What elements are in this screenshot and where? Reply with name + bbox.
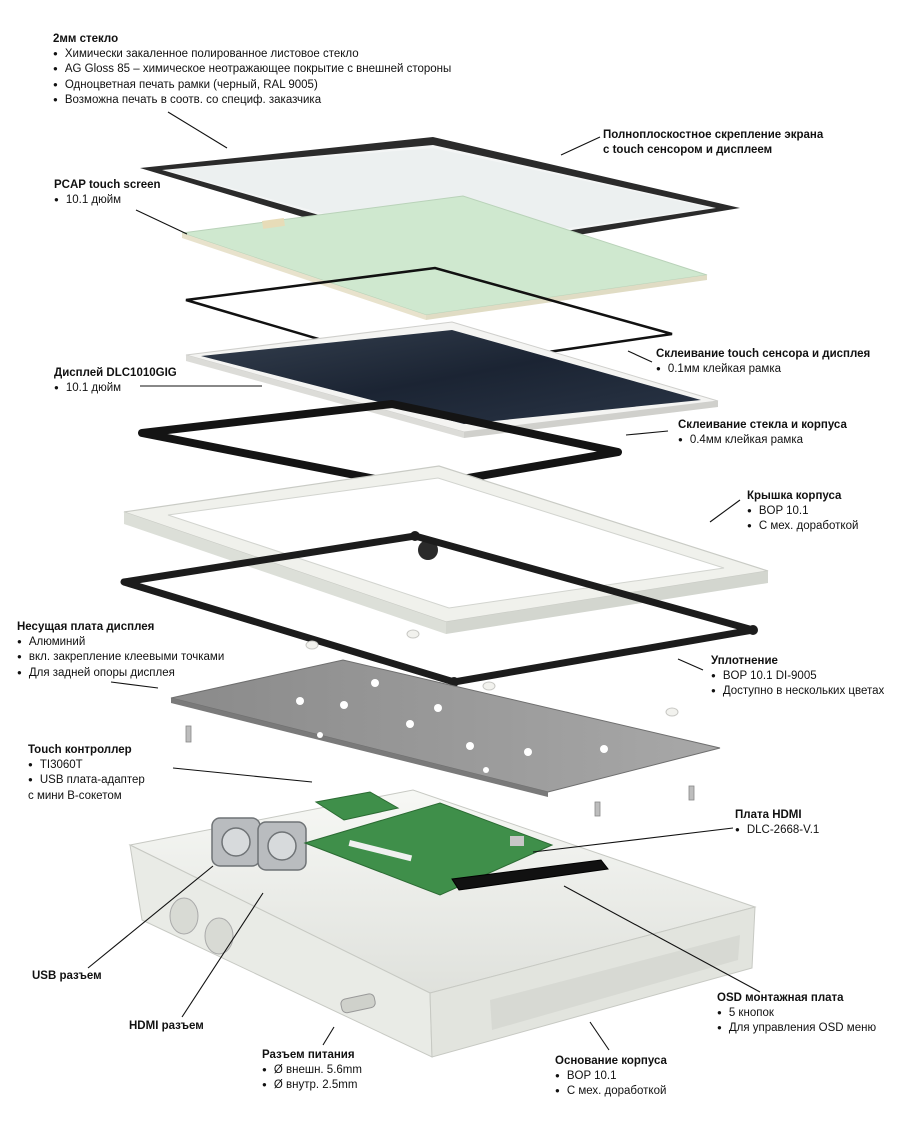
label-bond-touch-title: Склеивание touch сенсора и дисплея	[656, 348, 871, 360]
label-osd-title: OSD монтажная плата	[717, 992, 844, 1004]
label-glass-item: Одноцветная печать рамки (черный, RAL 90…	[53, 78, 451, 94]
label-display-title: Дисплей DLC1010GIG	[54, 367, 177, 379]
label-pcap: PCAP touch screen 10.1 дюйм	[54, 178, 161, 208]
label-touch-controller-item: USB плата-адаптер	[28, 773, 145, 789]
label-power: Разъем питания Ø внешн. 5.6mm Ø внутр. 2…	[262, 1048, 362, 1094]
label-base-title: Основание корпуса	[555, 1055, 667, 1067]
label-cover-title: Крышка корпуса	[747, 490, 842, 502]
label-cover-item: BOP 10.1	[747, 504, 858, 520]
label-display-item: 10.1 дюйм	[54, 381, 177, 397]
label-gasket-item: Доступно в нескольких цветах	[711, 684, 884, 700]
carrier-plate	[170, 659, 721, 797]
label-touch-controller: Touch контроллер TI3060T USB плата-адапт…	[28, 743, 145, 803]
label-glass-item: AG Gloss 85 – химическое неотражающее по…	[53, 62, 451, 78]
label-bond-glass-item: 0.4мм клейкая рамка	[678, 433, 847, 449]
label-hdmi-board-title: Плата HDMI	[735, 809, 802, 821]
label-usb: USB разъем	[32, 969, 102, 984]
label-hdmi: HDMI разъем	[129, 1019, 204, 1034]
connectors	[211, 817, 307, 871]
label-touch-controller-item: TI3060T	[28, 758, 145, 774]
label-glass-title: 2мм стекло	[53, 33, 119, 45]
label-bond-touch: Склеивание touch сенсора и дисплея 0.1мм…	[656, 347, 870, 377]
label-carrier: Несущая плата дисплея Алюминий вкл. закр…	[17, 620, 224, 681]
label-osd: OSD монтажная плата 5 кнопок Для управле…	[717, 991, 876, 1037]
label-glass-item: Химически закаленное полированное листов…	[53, 47, 451, 63]
label-base-item: С мех. доработкой	[555, 1084, 667, 1100]
label-power-title: Разъем питания	[262, 1049, 355, 1061]
label-usb-title: USB разъем	[32, 970, 102, 982]
label-bond-touch-item: 0.1мм клейкая рамка	[656, 362, 870, 378]
label-bond-glass: Склеивание стекла и корпуса 0.4мм клейка…	[678, 418, 847, 448]
touch-controller-board	[314, 791, 400, 821]
osd-board	[451, 859, 609, 891]
label-full-bond-line1: Полноплоскостное скрепление экрана	[603, 129, 824, 141]
label-osd-item: 5 кнопок	[717, 1006, 876, 1022]
display-layer	[185, 321, 719, 438]
label-bond-glass-title: Склеивание стекла и корпуса	[678, 419, 847, 431]
label-pcap-item: 10.1 дюйм	[54, 193, 161, 209]
label-carrier-item: Для задней опоры дисплея	[17, 666, 224, 682]
label-hdmi-title: HDMI разъем	[129, 1020, 204, 1032]
label-gasket: Уплотнение BOP 10.1 DI-9005 Доступно в н…	[711, 654, 884, 700]
label-power-item: Ø внешн. 5.6mm	[262, 1063, 362, 1079]
label-touch-controller-cont: с мини B-сокетом	[28, 789, 122, 802]
label-power-item: Ø внутр. 2.5mm	[262, 1078, 362, 1094]
label-base: Основание корпуса BOP 10.1 С мех. дорабо…	[555, 1054, 667, 1100]
label-carrier-item: вкл. закрепление клеевыми точками	[17, 650, 224, 666]
label-full-bond: Полноплоскостное скрепление экрана с tou…	[603, 128, 823, 157]
gasket	[120, 531, 758, 687]
label-glass-item: Возможна печать в соотв. со специф. зака…	[53, 93, 451, 109]
label-glass: 2мм стекло Химически закаленное полирова…	[53, 32, 451, 109]
label-cover: Крышка корпуса BOP 10.1 С мех. доработко…	[747, 489, 858, 535]
hdmi-board	[303, 802, 554, 896]
label-hdmi-board-item: DLC-2668-V.1	[735, 823, 819, 839]
label-touch-controller-title: Touch контроллер	[28, 744, 132, 756]
label-osd-item: Для управления OSD меню	[717, 1021, 876, 1037]
pcap-touch-layer	[181, 195, 708, 320]
label-display: Дисплей DLC1010GIG 10.1 дюйм	[54, 366, 177, 396]
label-full-bond-line2: с touch сенсором и дисплеем	[603, 143, 773, 156]
label-cover-item: С мех. доработкой	[747, 519, 859, 535]
label-base-item: BOP 10.1	[555, 1069, 667, 1085]
glass-layer	[140, 137, 740, 258]
label-hdmi-board: Плата HDMI DLC-2668-V.1	[735, 808, 819, 838]
label-pcap-title: PCAP touch screen	[54, 179, 161, 191]
label-gasket-title: Уплотнение	[711, 655, 778, 667]
adhesive-frame-thick	[138, 400, 622, 491]
leader-lines	[87, 111, 761, 1051]
label-gasket-item: BOP 10.1 DI-9005	[711, 669, 884, 685]
label-carrier-item: Алюминий	[17, 635, 224, 651]
label-carrier-title: Несущая плата дисплея	[17, 621, 155, 633]
